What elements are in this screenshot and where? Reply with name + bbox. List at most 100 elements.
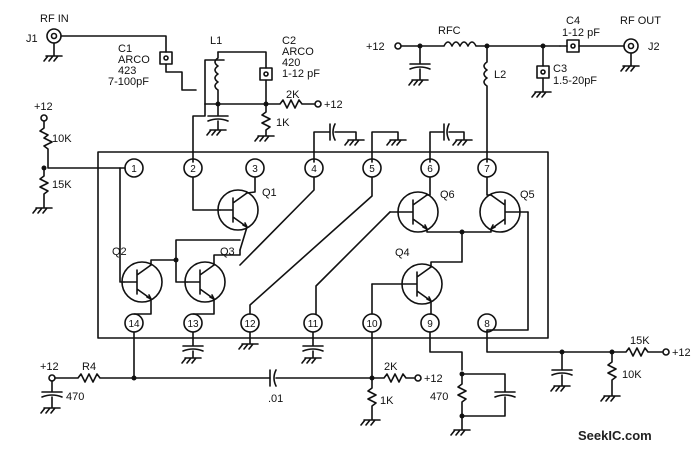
r-10k-right	[600, 351, 621, 402]
c2-value: 1-12 pF	[282, 68, 320, 80]
c-01-label: .01	[268, 393, 283, 405]
rf-out-connector	[620, 38, 640, 72]
c-470-label: 470	[66, 391, 84, 403]
r-15k-right-label: 15K	[630, 335, 650, 347]
pin4-capacitor	[313, 123, 365, 163]
rfc-bypass-capacitor	[408, 45, 431, 86]
c1-label: C1	[118, 43, 132, 55]
q5-label: Q5	[520, 189, 535, 201]
q1-label: Q1	[262, 187, 277, 199]
c1-part: 423	[118, 65, 136, 77]
c4-value: 1-12 pF	[562, 27, 600, 39]
c1-trimmer	[159, 51, 173, 65]
r4-resistor	[54, 373, 271, 383]
rf-input-wire	[60, 35, 167, 53]
ic-package-outline	[97, 151, 549, 339]
r-15k-left	[32, 167, 53, 214]
c1-maker: ARCO	[118, 54, 150, 66]
c1-to-l1-wire	[165, 63, 197, 91]
svg-text:3: 3	[252, 164, 258, 175]
rf-in-label: RF IN	[40, 13, 69, 25]
r-15k-left-label: 15K	[52, 179, 72, 191]
v12-right: +12	[672, 347, 691, 359]
r-2k-bottom-label: 2K	[384, 361, 398, 373]
pin-14: 14	[124, 313, 144, 333]
r-470-label: 470	[430, 391, 448, 403]
transistor-q3	[175, 239, 241, 315]
svg-text:11: 11	[308, 319, 319, 330]
c-01-capacitor	[269, 369, 373, 387]
q3-label: Q3	[220, 246, 235, 258]
pin11-capacitor	[301, 331, 324, 364]
l1-to-c2-wire	[217, 51, 267, 69]
pin5-ground	[371, 131, 407, 163]
r-10k-left	[39, 120, 121, 169]
supply-terminal	[48, 374, 56, 382]
r-2k-top-label: 2K	[286, 89, 300, 101]
supply-terminal	[314, 100, 322, 108]
pin6-capacitor	[429, 123, 473, 163]
r-470	[450, 373, 471, 436]
rfc-choke	[400, 41, 561, 47]
r-1k-top-label: 1K	[276, 117, 290, 129]
transistor-q6	[315, 176, 463, 315]
svg-text:6: 6	[427, 164, 433, 175]
v12-bottom-mid: +12	[424, 373, 443, 385]
pin4-wire	[239, 176, 315, 266]
svg-text:5: 5	[369, 164, 375, 175]
pin13-capacitor	[181, 331, 204, 364]
c2-return-wire	[204, 79, 267, 105]
c1-value: 7-100pF	[108, 76, 149, 88]
v12-bottom-left: +12	[40, 361, 59, 373]
supply-terminal	[40, 114, 48, 122]
junction-dot	[173, 257, 179, 263]
svg-text:14: 14	[128, 319, 140, 330]
c2-maker: ARCO	[282, 46, 314, 58]
l1-inductor	[204, 51, 225, 105]
j1-label: J1	[26, 33, 38, 45]
svg-text:13: 13	[187, 319, 199, 330]
svg-text:7: 7	[484, 164, 490, 175]
transistor-q4	[371, 231, 463, 315]
rfc-label: RFC	[438, 25, 461, 37]
svg-text:1: 1	[131, 164, 137, 175]
pin5-to-pin12-wire	[249, 176, 373, 315]
pin8-wire	[486, 331, 613, 353]
svg-text:9: 9	[427, 319, 433, 330]
pin-1: 1	[124, 158, 144, 178]
c4-label: C4	[566, 15, 580, 27]
v12-top-mid: +12	[324, 99, 343, 111]
c3-value: 1.5-20pF	[553, 75, 597, 87]
l1-label: L1	[210, 35, 222, 47]
r-10k-left-label: 10K	[52, 133, 72, 145]
rf-out-label: RF OUT	[620, 15, 661, 27]
r-1k-bottom	[360, 377, 381, 426]
c-470-capacitor	[40, 380, 63, 414]
svg-text:8: 8	[484, 319, 490, 330]
c3-trimmer	[536, 65, 550, 79]
supply-terminal	[394, 42, 402, 50]
q2-label: Q2	[112, 246, 127, 258]
transistor-q1	[192, 176, 259, 251]
r-15k-right	[611, 347, 663, 357]
rf-in-connector	[43, 28, 63, 62]
c3-ground	[531, 77, 552, 98]
pin8-capacitor	[550, 351, 573, 392]
c4-trimmer	[566, 39, 580, 53]
watermark: SeekIC.com	[578, 428, 652, 443]
pin-10: 10	[362, 313, 382, 333]
c2-label: C2	[282, 35, 296, 47]
pin-9: 9	[420, 313, 440, 333]
pin12-ground	[238, 331, 259, 350]
svg-text:4: 4	[311, 164, 317, 175]
r-10k-right-label: 10K	[622, 369, 642, 381]
l2-inductor	[483, 45, 488, 163]
svg-text:10: 10	[366, 319, 378, 330]
pin-12: 12	[240, 313, 260, 333]
r-2k-bottom	[371, 373, 415, 383]
r-1k-top	[254, 103, 275, 142]
r-1k-bottom-label: 1K	[380, 395, 394, 407]
c2-trimmer	[259, 67, 273, 81]
transistor-q2	[119, 167, 177, 315]
